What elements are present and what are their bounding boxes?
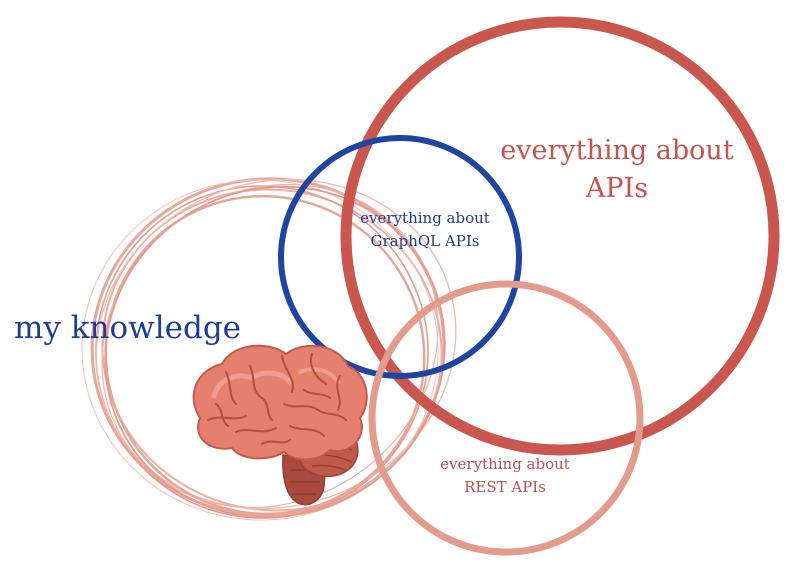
label-apis-line2: APIs	[585, 173, 649, 204]
label-rest-line1: everything about	[440, 455, 570, 473]
label-rest-line2: REST APIs	[464, 478, 546, 496]
label-my-knowledge: my knowledge	[14, 310, 242, 346]
knowledge-scribble-circle	[81, 177, 457, 521]
label-graphql-line2: GraphQL APIs	[370, 232, 480, 250]
label-graphql-line1: everything about	[360, 209, 490, 227]
rest-ring	[368, 280, 644, 556]
label-everything-about-graphql: everything about GraphQL APIs	[345, 207, 505, 253]
apis-ring	[340, 16, 780, 456]
label-everything-about-apis: everything about APIs	[492, 132, 742, 208]
brain-icon	[192, 344, 368, 506]
graphql-ring	[278, 135, 522, 379]
label-apis-line1: everything about	[500, 135, 734, 166]
label-everything-about-rest: everything about REST APIs	[425, 453, 585, 499]
